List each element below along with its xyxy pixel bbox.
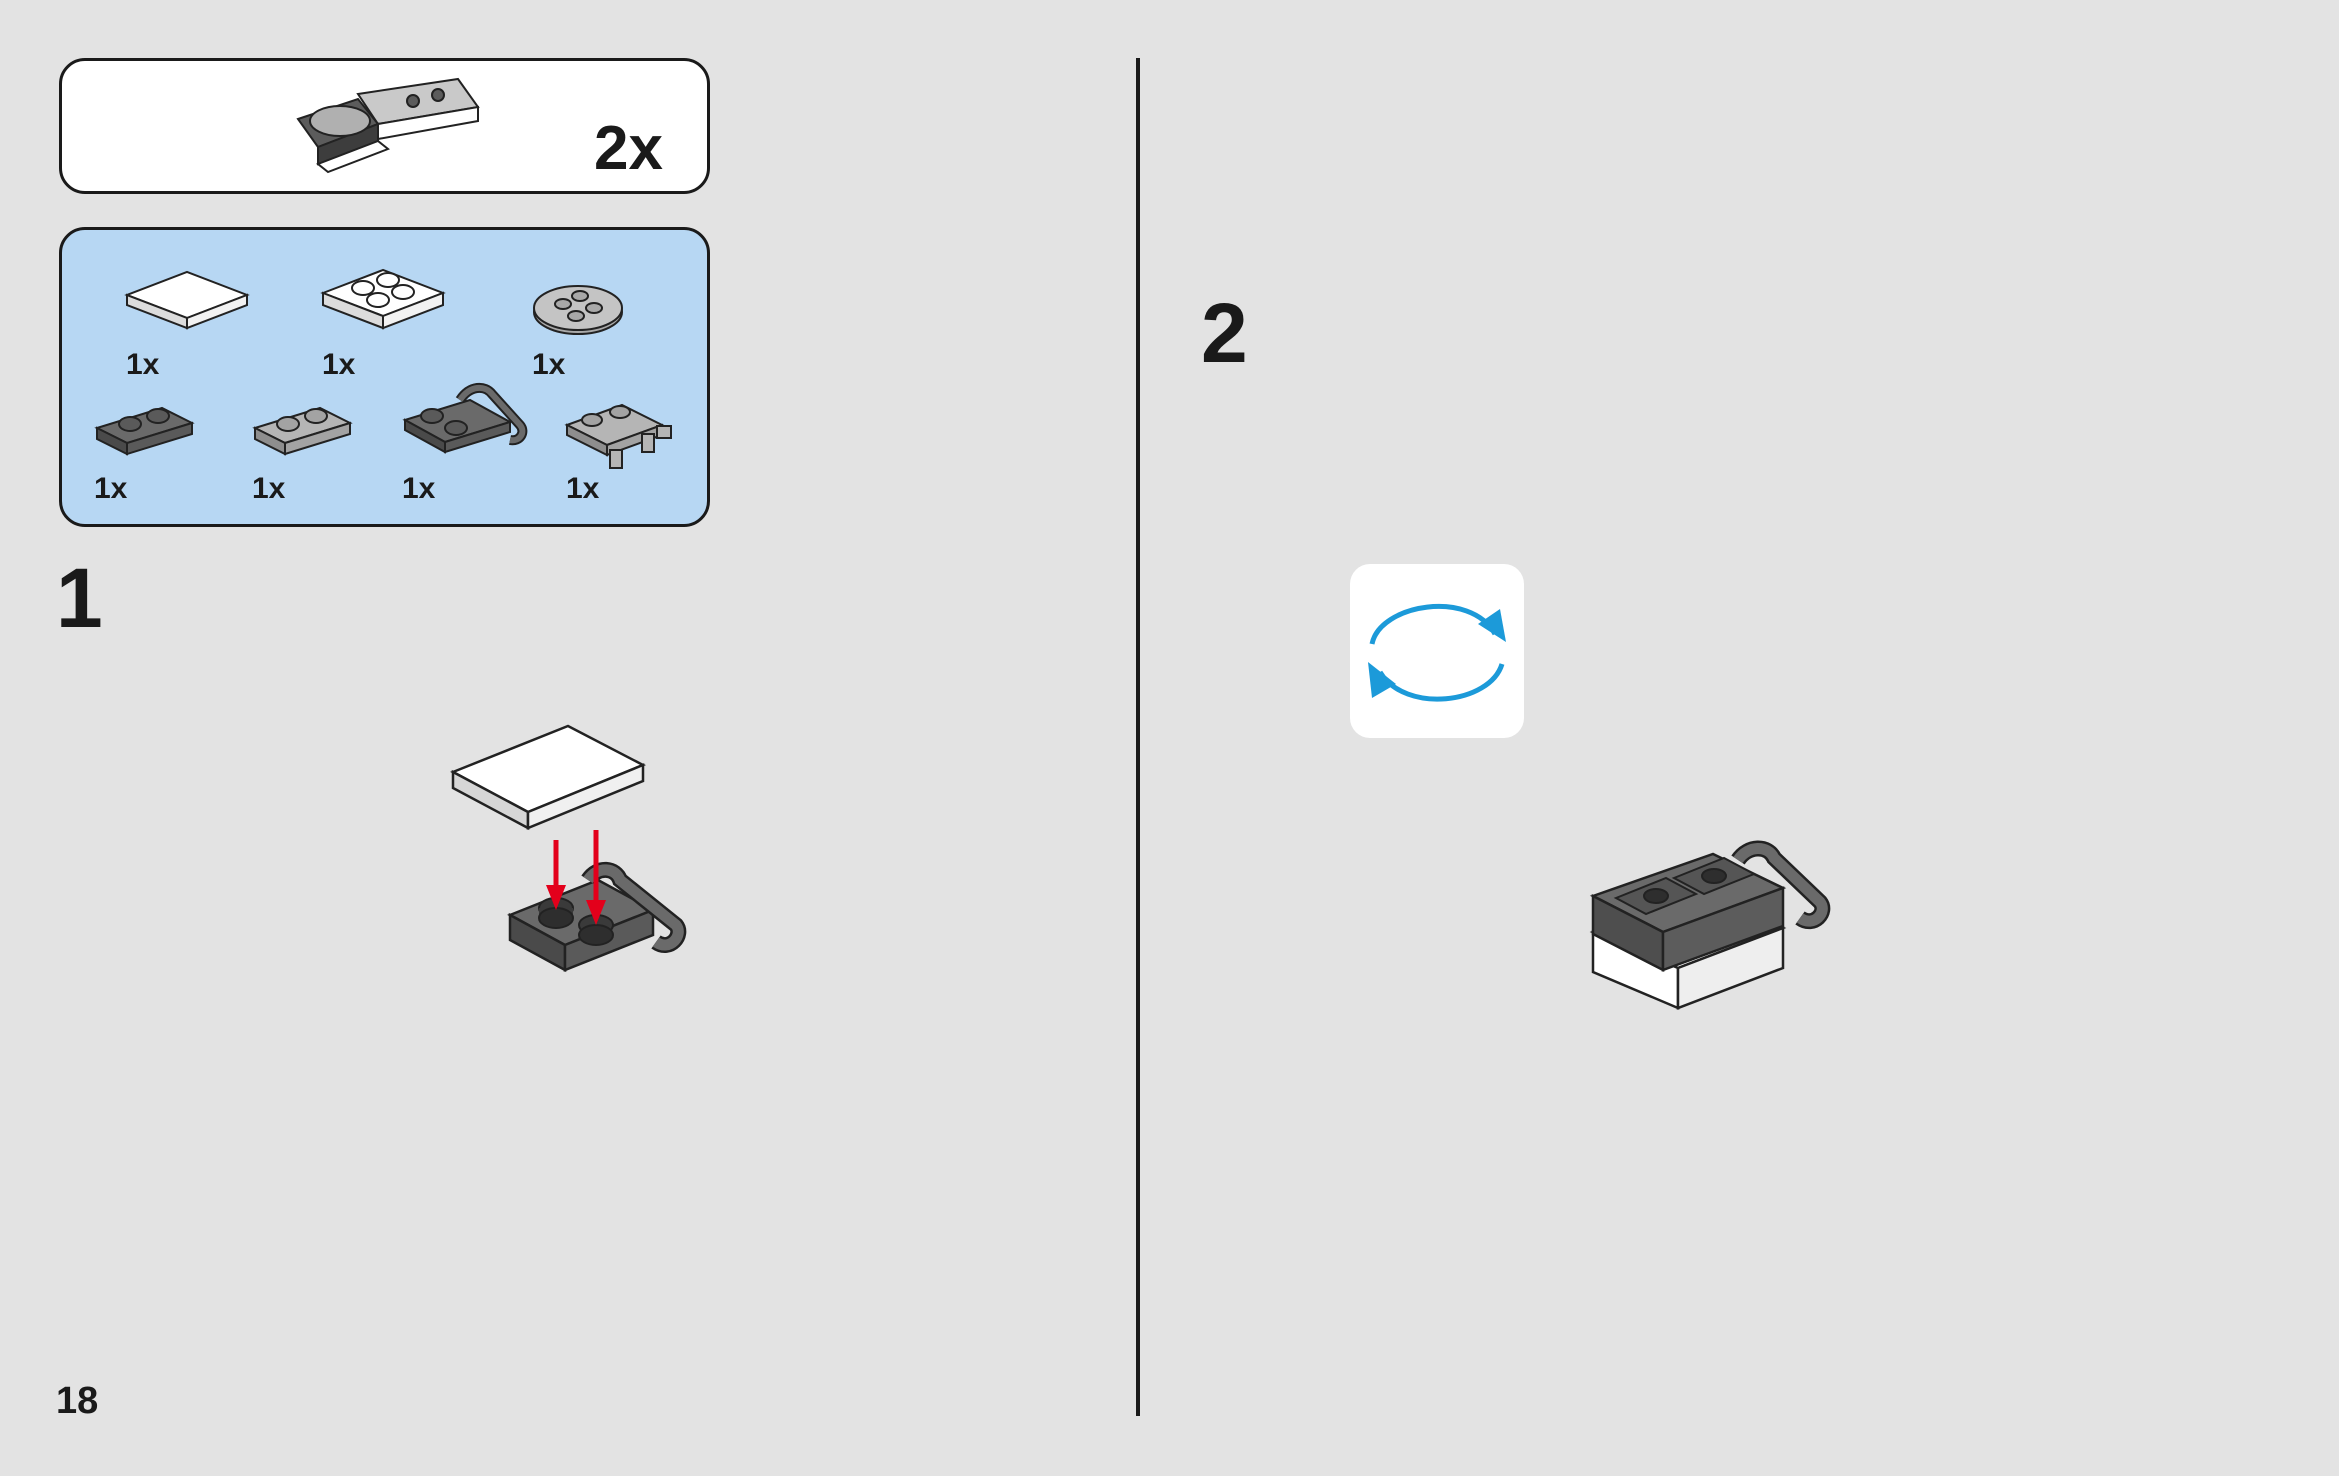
step2-assembly-image — [1589, 840, 1831, 1010]
dark-grey-plate-1x2-icon — [94, 406, 195, 456]
light-grey-plate-clips-icon — [564, 403, 672, 469]
part-qty: 1x — [566, 472, 600, 505]
placement-arrow-icon — [586, 830, 606, 925]
placement-arrow-icon — [546, 840, 566, 910]
rotate-model-indicator — [1350, 564, 1524, 738]
part-qty: 1x — [252, 472, 286, 505]
page-divider — [1136, 58, 1140, 1416]
page-number: 18 — [56, 1380, 99, 1422]
subassembly-model-image — [296, 77, 480, 174]
subassembly-count: 2x — [594, 114, 663, 183]
step1-assembly-image — [450, 724, 687, 973]
part-qty: 1x — [532, 348, 566, 381]
grey-round-plate-2x2-icon — [533, 285, 623, 335]
white-plate-2x2-icon — [320, 268, 446, 330]
white-tile-2x2-icon — [124, 270, 250, 330]
part-qty: 1x — [126, 348, 160, 381]
part-qty: 1x — [94, 472, 128, 505]
part-qty: 1x — [402, 472, 436, 505]
parts-list-panel: 1x 1x 1x 1x 1x — [59, 227, 710, 527]
part-qty: 1x — [322, 348, 356, 381]
light-grey-plate-1x2-icon — [252, 406, 353, 456]
subassembly-callout: 2x — [59, 58, 710, 194]
dark-grey-plate-clip-icon — [402, 382, 528, 454]
rotate-model-icon — [1368, 603, 1506, 702]
step-number: 2 — [1201, 286, 1248, 380]
step-number: 1 — [56, 551, 103, 645]
